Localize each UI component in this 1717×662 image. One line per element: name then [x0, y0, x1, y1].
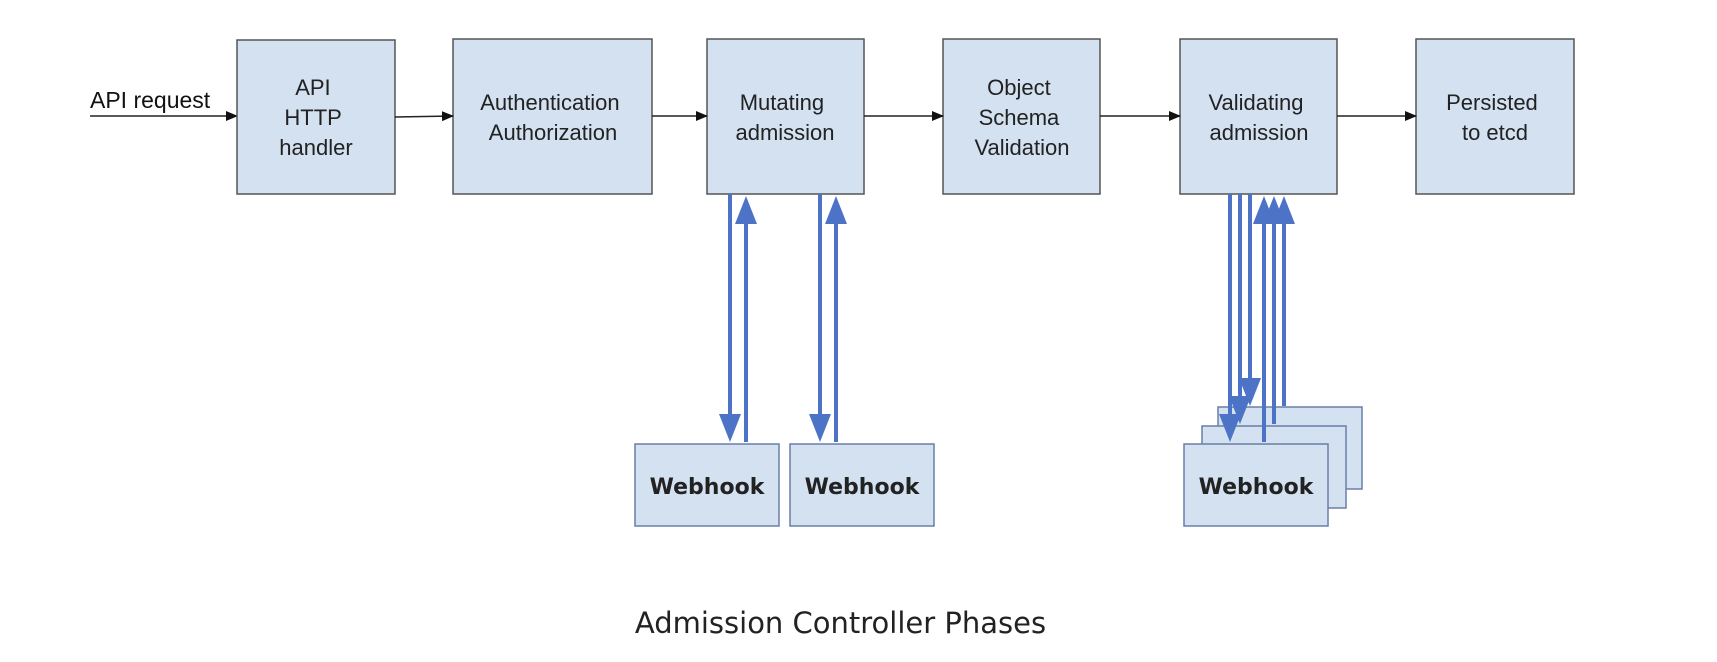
- validating-webhook-label: Webhook: [1199, 475, 1315, 500]
- validating-call-arrowhead-1: [1219, 414, 1241, 442]
- mutating-call-arrowhead-2: [809, 414, 831, 442]
- stage-persisted-to-etcd-label: Persisted to etcd: [1446, 90, 1544, 145]
- validating-call-arrowhead-2: [1229, 396, 1251, 424]
- stage-validating-admission-label: Validating admission: [1208, 90, 1309, 145]
- stage-authentication-authorization-label: Authentication Authorization: [480, 90, 626, 145]
- stage-validating-admission: Validating admission: [1179, 38, 1338, 195]
- stage-object-schema-validation: Object Schema Validation: [942, 38, 1101, 195]
- stage-mutating-admission: Mutating admission: [706, 38, 865, 195]
- stage-api-http-handler: API HTTP handler: [236, 39, 396, 195]
- diagram-caption: Admission Controller Phases: [634, 606, 1047, 640]
- mutating-call-arrowhead-1: [719, 414, 741, 442]
- validating-webhook-arrows: [1219, 194, 1295, 442]
- validating-webhook-front: Webhook: [1183, 443, 1329, 527]
- validating-call-arrowhead-3: [1239, 378, 1261, 406]
- stage-mutating-admission-label: Mutating admission: [735, 90, 834, 145]
- mutating-webhook-1-label: Webhook: [650, 475, 766, 500]
- api-request-label: API request: [90, 87, 211, 113]
- stage-api-http-handler-label: API HTTP handler: [279, 75, 352, 160]
- mutating-webhook-2: Webhook: [789, 443, 935, 527]
- stage-persisted-to-etcd: Persisted to etcd: [1415, 38, 1575, 195]
- mutating-webhook-1: Webhook: [634, 443, 780, 527]
- flow-arrow-handler-to-auth: [394, 111, 454, 122]
- mutating-webhook-arrows: [719, 194, 847, 442]
- mutating-return-arrowhead-2: [825, 196, 847, 224]
- validating-return-arrowhead-3: [1273, 196, 1295, 224]
- stage-authentication-authorization: Authentication Authorization: [452, 38, 653, 195]
- mutating-return-arrowhead-1: [735, 196, 757, 224]
- stage-object-schema-validation-label: Object Schema Validation: [975, 75, 1070, 160]
- mutating-webhook-2-label: Webhook: [805, 475, 921, 500]
